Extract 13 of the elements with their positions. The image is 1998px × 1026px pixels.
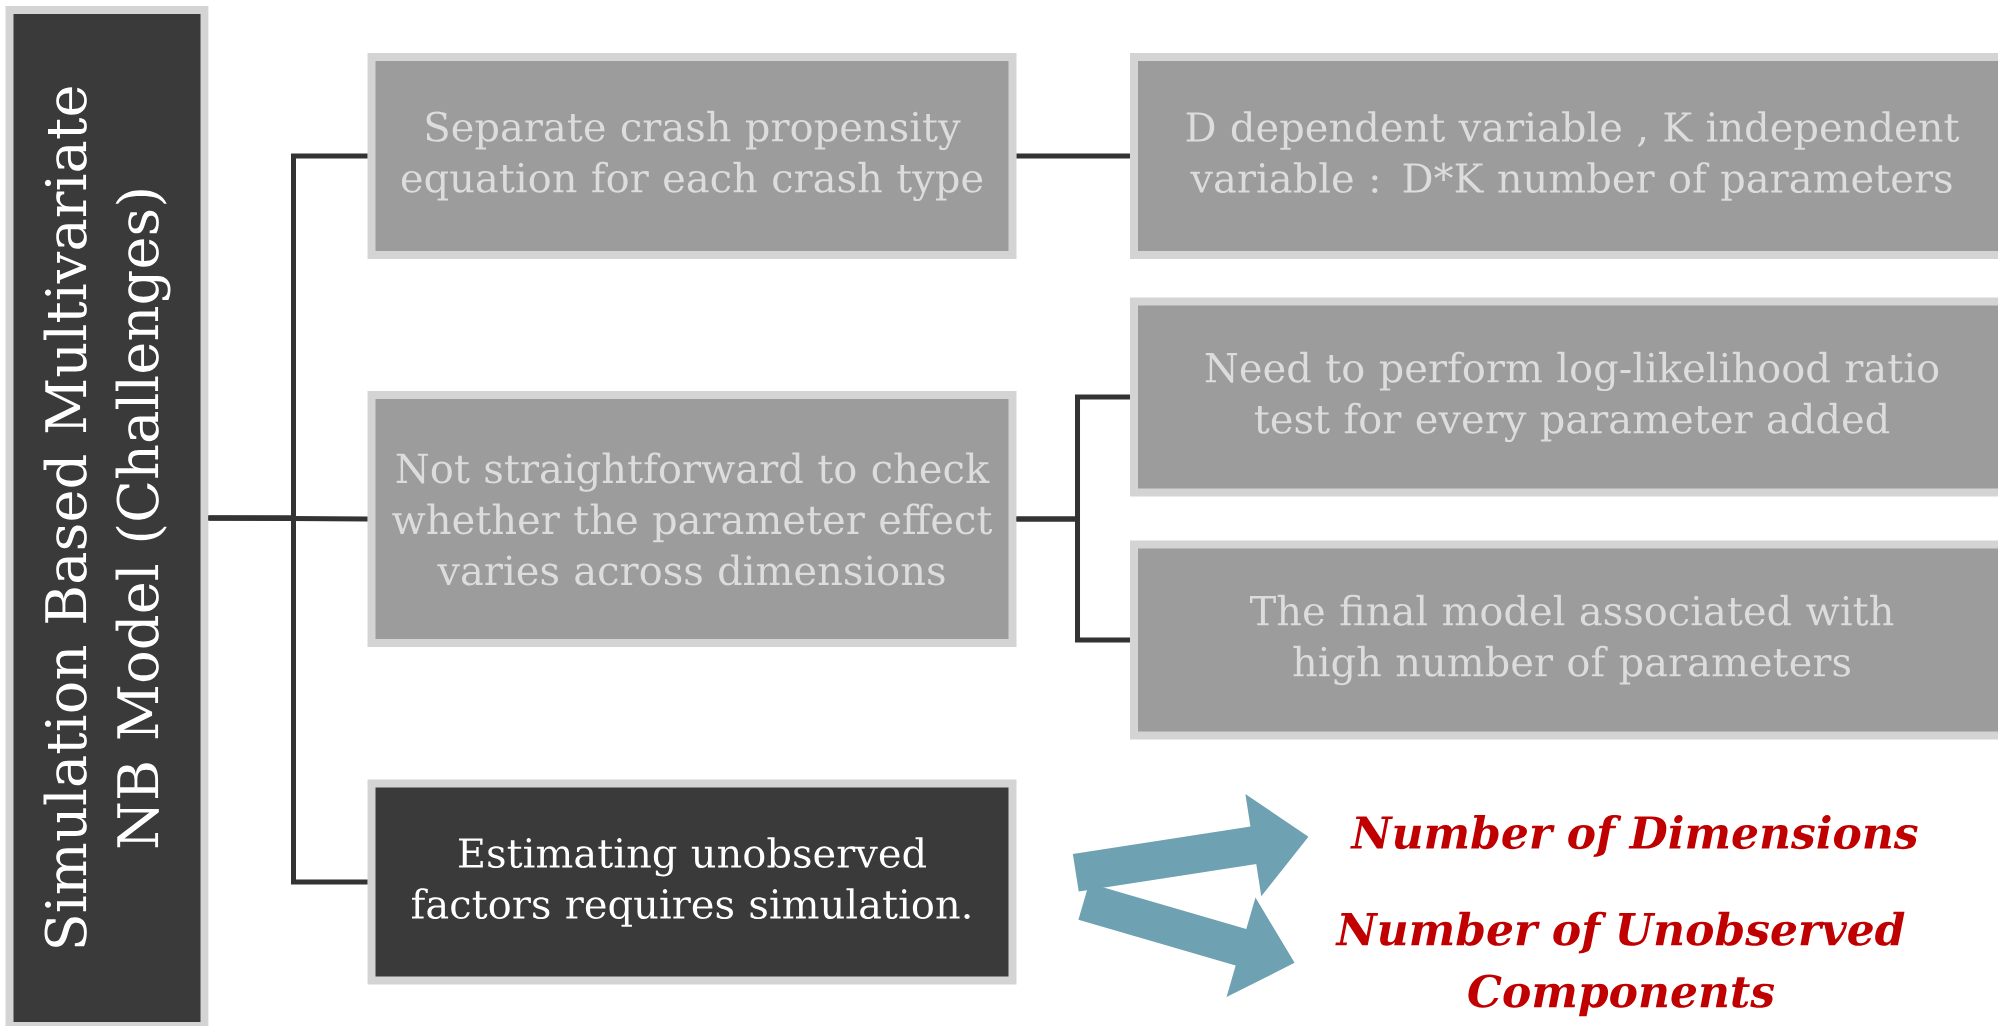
- challenge-box: Estimating unobserved factors requires simulation.: [367, 779, 1017, 985]
- challenge-box: The final model associated with high number of parameters: [1130, 540, 1998, 740]
- challenge-box: Need to perform log-likelihood ratio test for every parameter added: [1130, 297, 1998, 497]
- challenge-box: Not straightforward to check whether the parameter effect varies across dimensions: [367, 391, 1017, 647]
- connector-line: [1016, 516, 1130, 643]
- outcome-text: Number of Unobserved Components: [1335, 911, 1905, 1017]
- connector-line: [1016, 153, 1130, 159]
- outcome-text: Number of Dimensions: [1350, 815, 1918, 857]
- challenge-box: Separate crash propensity equation for each crash type: [367, 53, 1017, 259]
- connector-line: [208, 515, 368, 522]
- connector-line: [208, 515, 368, 885]
- challenge-box: D dependent variable , K independent variable : D*K number of parameters: [1130, 53, 1998, 259]
- heading-box: Simulation Based Multivariate NB Model (Challenges): [5, 6, 209, 1026]
